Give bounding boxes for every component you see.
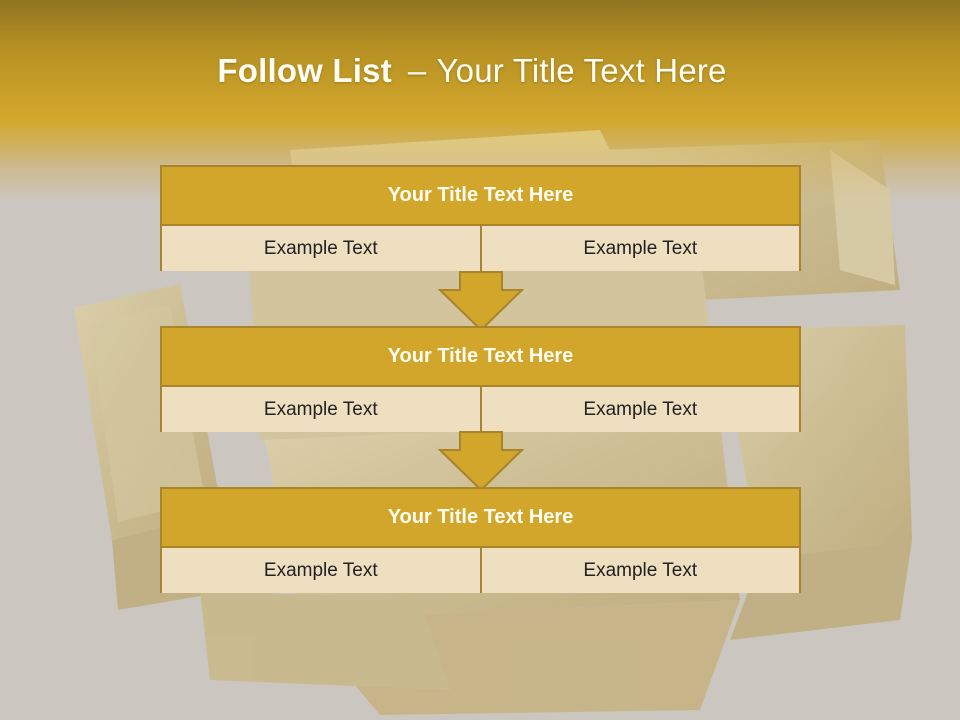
block-cell-right: Example Text (479, 548, 799, 593)
title-rest: Your Title Text Here (436, 52, 727, 89)
block-cell-left: Example Text (162, 548, 480, 593)
block-cell-right: Example Text (479, 226, 799, 271)
block-heading: Your Title Text Here (162, 328, 799, 387)
down-arrow-icon (438, 431, 524, 492)
list-block-2: Your Title Text Here Example Text Exampl… (160, 326, 801, 432)
block-cell-left: Example Text (162, 226, 480, 271)
list-block-3: Your Title Text Here Example Text Exampl… (160, 487, 801, 593)
block-cell-left: Example Text (162, 387, 480, 432)
block-cell-right: Example Text (479, 387, 799, 432)
block-heading: Your Title Text Here (162, 167, 799, 226)
block-row: Example Text Example Text (162, 387, 799, 432)
title-separator: – (407, 52, 427, 89)
block-row: Example Text Example Text (162, 548, 799, 593)
slide-title: Follow List–Your Title Text Here (0, 52, 944, 90)
list-block-1: Your Title Text Here Example Text Exampl… (160, 165, 801, 271)
title-strong: Follow List (217, 52, 392, 89)
block-row: Example Text Example Text (162, 226, 799, 271)
down-arrow-icon (438, 271, 524, 332)
block-heading: Your Title Text Here (162, 489, 799, 548)
